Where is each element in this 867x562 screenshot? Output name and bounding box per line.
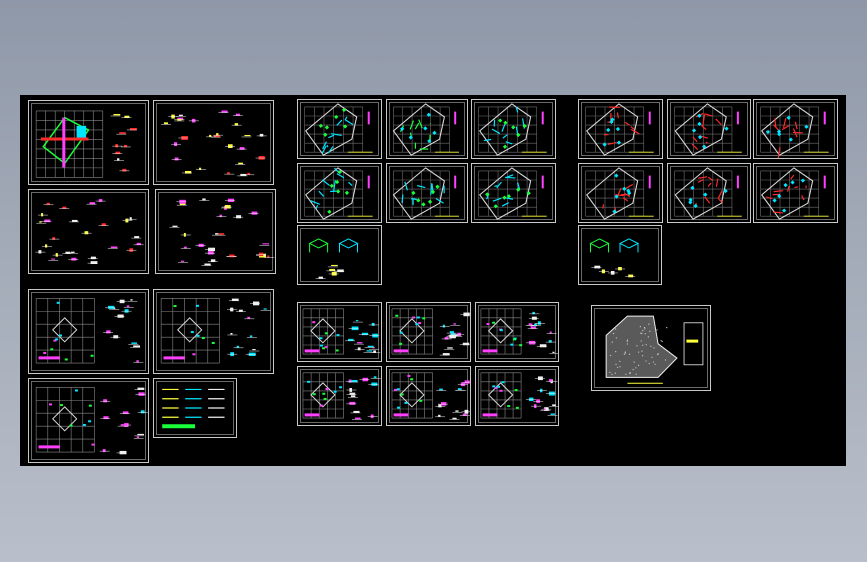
sheet-drawing	[478, 103, 547, 156]
sheet-drawing	[589, 238, 640, 278]
sheet-d2[interactable]	[386, 302, 471, 362]
sheet-b4[interactable]	[297, 163, 382, 223]
sheet-drawing	[480, 372, 558, 419]
sheet-a8[interactable]	[153, 378, 237, 438]
sheet-drawing	[480, 308, 558, 355]
sheet-drawing	[760, 167, 829, 220]
sheet-a2[interactable]	[153, 100, 274, 185]
sheet-d5[interactable]	[386, 366, 471, 426]
sheet-drawing	[169, 198, 275, 266]
sheet-d6[interactable]	[475, 366, 559, 426]
sheet-a3[interactable]	[28, 189, 149, 274]
sheet-drawing	[35, 110, 137, 178]
sheet-drawing	[302, 372, 381, 420]
sheet-d4[interactable]	[297, 366, 382, 426]
sheet-drawing	[391, 372, 470, 420]
sheet-drawing	[304, 103, 373, 156]
sheet-drawing	[674, 103, 742, 156]
sheet-c2[interactable]	[667, 99, 751, 159]
sheet-drawing	[35, 387, 148, 455]
drawing-canvas[interactable]	[20, 95, 846, 466]
sheet-drawing	[35, 199, 144, 265]
sheet-a1[interactable]	[28, 100, 149, 185]
sheet-drawing	[585, 103, 654, 156]
sheet-b7[interactable]	[297, 225, 382, 285]
sheet-drawing	[304, 167, 373, 220]
sheet-c1[interactable]	[578, 99, 663, 159]
sheet-e1[interactable]	[591, 305, 711, 391]
sheet-b3[interactable]	[471, 99, 556, 159]
sheet-drawing	[605, 315, 704, 384]
sheet-b6[interactable]	[471, 163, 556, 223]
sheet-drawing	[478, 167, 547, 220]
sheet-drawing	[302, 308, 381, 355]
sheet-drawing	[391, 308, 470, 356]
sheet-drawing	[35, 298, 144, 364]
sheet-b5[interactable]	[386, 163, 468, 223]
sheet-a4[interactable]	[155, 189, 276, 274]
sheet-drawing	[308, 238, 359, 279]
sheet-drawing	[674, 167, 742, 220]
sheet-d3[interactable]	[475, 302, 559, 362]
sheet-c4[interactable]	[578, 163, 663, 223]
sheet-drawing	[160, 110, 267, 177]
sheet-c6[interactable]	[753, 163, 838, 223]
sheet-drawing	[160, 298, 271, 364]
sheet-a7[interactable]	[28, 378, 149, 463]
sheet-drawing	[760, 103, 829, 158]
sheet-d1[interactable]	[297, 302, 382, 362]
sheet-drawing	[162, 388, 225, 429]
sheet-drawing	[392, 167, 459, 220]
sheet-a5[interactable]	[28, 289, 149, 374]
sheet-c7[interactable]	[578, 225, 662, 285]
sheet-drawing	[585, 167, 654, 220]
sheet-b2[interactable]	[386, 99, 468, 159]
sheet-c3[interactable]	[753, 99, 838, 159]
sheet-a6[interactable]	[153, 289, 274, 374]
sheet-b1[interactable]	[297, 99, 382, 159]
sheet-drawing	[392, 103, 459, 156]
sheet-c5[interactable]	[667, 163, 751, 223]
